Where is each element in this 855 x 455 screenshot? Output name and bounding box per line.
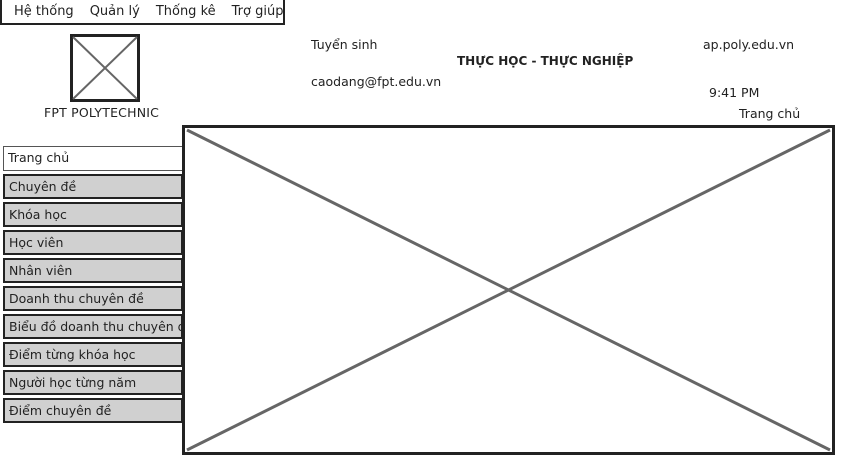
clock: 9:41 PM [709,85,760,100]
sidebar-item-courses[interactable]: Khóa học [3,202,183,227]
sidebar-item-home[interactable]: Trang chủ [3,146,185,171]
menu-bar: Hệ thống Quản lý Thống kê Trợ giúp [0,0,285,25]
menu-system[interactable]: Hệ thống [14,4,74,19]
current-page-label: Trang chủ [739,106,801,121]
brand-name: FPT POLYTECHNIC [44,105,160,120]
website-link[interactable]: ap.poly.edu.vn [703,37,795,52]
menu-help[interactable]: Trợ giúp [231,4,284,19]
sidebar-item-learners-per-year[interactable]: Người học từng năm [3,370,183,395]
sidebar-item-course-scores[interactable]: Điểm từng khóa học [3,342,183,367]
menu-manage[interactable]: Quản lý [89,4,140,19]
sidebar-item-staff[interactable]: Nhân viên [3,258,183,283]
admission-link[interactable]: Tuyển sinh [311,37,378,52]
contact-email[interactable]: caodang@fpt.edu.vn [311,74,442,89]
menu-statistics[interactable]: Thống kê [155,4,216,19]
sidebar-item-topics[interactable]: Chuyên đề [3,174,183,199]
sidebar-nav: Trang chủ Chuyên đề Khóa học Học viên Nh… [3,146,185,426]
sidebar-item-topic-scores[interactable]: Điểm chuyên đề [3,398,183,423]
slogan: THỰC HỌC - THỰC NGHIỆP [457,54,634,68]
sidebar-item-topic-revenue[interactable]: Doanh thu chuyên đề [3,286,183,311]
image-placeholder-icon [186,128,831,452]
sidebar-item-topic-revenue-chart[interactable]: Biểu đồ doanh thu chuyên đề [3,314,183,339]
logo-placeholder-icon [70,34,140,102]
main-content-placeholder [182,125,835,455]
sidebar-item-students[interactable]: Học viên [3,230,183,255]
